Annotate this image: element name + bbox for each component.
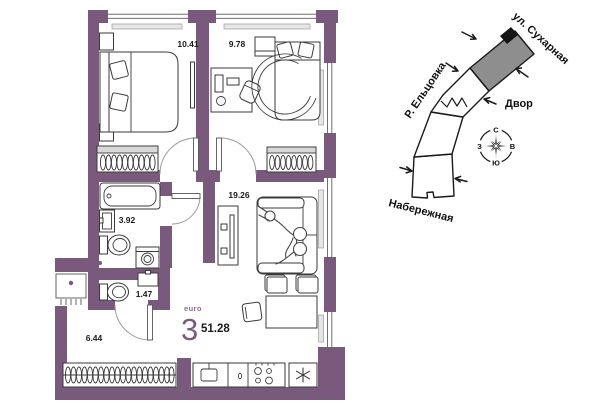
floor-plan: 10.41 9.78 19.26 3.92 1.47 6.44 euro 3 5… <box>55 10 345 400</box>
small-sink-icon <box>137 270 159 287</box>
yard-label: Двор <box>505 98 533 110</box>
compass-east: В <box>510 142 516 151</box>
arrow-icon <box>515 67 529 78</box>
unit-total-area: 51.28 <box>201 323 230 335</box>
toilet-icon <box>99 282 129 302</box>
fridge-icon <box>288 362 318 388</box>
entrance-landing <box>55 273 87 299</box>
unit-type-label: euro <box>184 304 202 313</box>
unit-location-marker <box>500 27 518 44</box>
bathtub-icon <box>99 182 161 210</box>
entrance <box>55 261 102 305</box>
unit-rooms-count: 3 <box>181 312 198 347</box>
stairs-icon <box>60 299 82 305</box>
window-icon <box>327 63 333 133</box>
compass-rose: С Ю З В <box>473 123 519 169</box>
kitchen-fixtures <box>192 362 318 388</box>
stove-icon <box>254 363 275 385</box>
walls <box>55 10 345 400</box>
direction-arrows <box>399 31 529 183</box>
sofa-icon <box>256 196 318 275</box>
compass-north: С <box>493 125 499 134</box>
ottoman-icon <box>264 274 288 294</box>
arrow-icon <box>445 62 459 72</box>
arrow-icon <box>483 96 497 105</box>
doors <box>114 137 257 341</box>
bedroom-2-furniture <box>210 36 321 173</box>
radiator-icon <box>111 23 183 30</box>
side-table-icon <box>254 36 276 57</box>
unit-summary: euro 3 51.28 <box>181 304 230 347</box>
window-icon <box>327 312 333 347</box>
building-outline-mid <box>413 111 464 158</box>
room-label-living-kitchen: 19.26 <box>228 190 250 200</box>
ottoman-icon <box>295 274 319 294</box>
windows <box>108 13 333 347</box>
radiator-icon <box>318 189 324 249</box>
room-label-wc: 1.47 <box>136 289 153 299</box>
arrow-icon <box>461 31 477 41</box>
bed-icon <box>99 51 179 133</box>
chair-icon <box>241 301 263 323</box>
kitchen-sink-icon <box>200 363 218 382</box>
window-icon <box>216 13 316 19</box>
room-label-bathroom: 3.92 <box>119 215 136 225</box>
hallway-wardrobe-icon <box>62 362 185 388</box>
wardrobe-icon <box>96 145 159 173</box>
room-label-bedroom-2: 9.78 <box>229 39 246 49</box>
site-plan: С Ю З В ул. Сухарная Р. Ельцовка Двор На… <box>387 10 571 225</box>
embankment-label: Набережная <box>387 197 455 225</box>
person-icon <box>275 226 308 265</box>
bed-icon <box>251 41 321 121</box>
arrow-icon <box>454 175 468 183</box>
radiator-icon <box>318 314 324 343</box>
toilet-icon <box>99 234 131 256</box>
room-label-bedroom-1: 10.41 <box>177 39 199 49</box>
washing-machine-icon <box>135 246 160 269</box>
compass-west: З <box>477 142 482 151</box>
tv-console-icon <box>217 205 239 266</box>
building-section-highlight <box>469 30 535 92</box>
wardrobe-icon <box>266 146 317 173</box>
faucet-icon <box>237 372 243 380</box>
wc-fixtures <box>99 270 159 302</box>
kitchen-counter <box>192 362 286 388</box>
dining-table-icon <box>265 295 318 329</box>
arrow-icon <box>399 166 413 174</box>
bathroom-fixtures <box>99 182 161 269</box>
nightstand-icon <box>99 32 114 51</box>
living-room-furniture <box>217 196 319 329</box>
compass-south: Ю <box>492 158 500 167</box>
window-icon <box>108 13 188 19</box>
building-outline-bottom <box>411 153 455 199</box>
radiator-icon <box>223 23 311 30</box>
sink-icon <box>99 209 115 233</box>
room-label-hallway: 6.44 <box>86 333 103 343</box>
tv-icon <box>190 61 195 109</box>
zigzag-line <box>440 97 468 108</box>
window-icon <box>327 178 333 257</box>
door-handle-dot <box>68 280 74 286</box>
bedroom-1-furniture <box>96 32 195 173</box>
